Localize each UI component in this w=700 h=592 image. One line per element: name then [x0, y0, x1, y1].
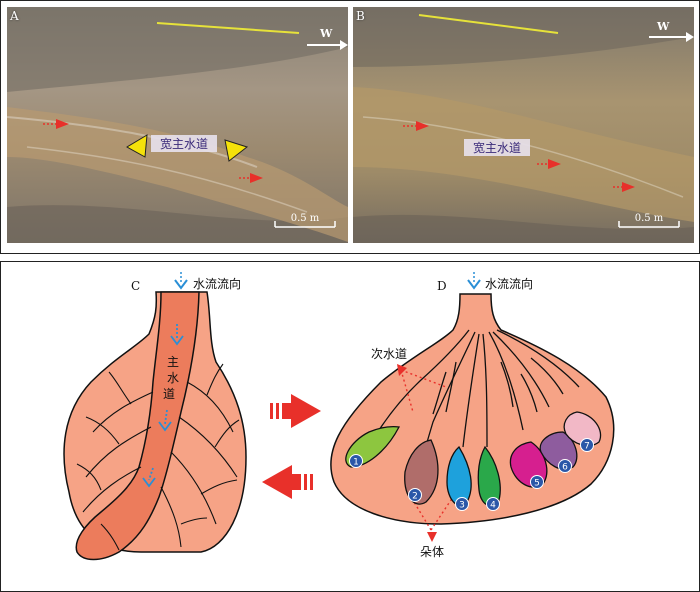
photo-a-channel-label: 宽主水道 — [160, 136, 208, 151]
photo-a: A W 宽主水道 0.5 m — [7, 7, 348, 243]
diagram-area: C 水流流向 — [1, 262, 699, 591]
photo-a-scene — [7, 7, 348, 243]
photo-b-overlay: W 宽主水道 0.5 m — [403, 20, 694, 228]
lobe-3-shape — [446, 445, 472, 507]
photo-b-scale: 0.5 m — [635, 213, 664, 224]
photo-b: B W 宽主水道 0.5 m — [353, 7, 694, 243]
panel-d-secondary-guides — [400, 369, 454, 531]
panel-c-channel-label-2: 水 — [167, 371, 179, 385]
flow-arrow — [548, 159, 561, 169]
flow-direction-icon — [174, 279, 188, 290]
transition-arrow-left — [262, 465, 313, 499]
lobe-4-badge — [486, 497, 500, 511]
panel-d-channel-tree — [378, 329, 580, 478]
lobe-5: 5 — [509, 441, 548, 489]
panel-d-letter: D — [437, 279, 447, 293]
panel-d-flow-label: 水流流向 — [485, 276, 533, 291]
flow-arrow — [622, 182, 635, 192]
panel-c-letter: C — [131, 279, 140, 293]
panel-c-channel-label-3: 道 — [163, 387, 175, 401]
panel-d-fan — [330, 293, 615, 525]
lobe-2-badge — [408, 488, 422, 502]
lobe-2-number: 2 — [412, 492, 418, 502]
lobe-3-number: 3 — [459, 501, 465, 511]
photo-b-direction: W — [656, 20, 670, 33]
lobe-2: 2 — [404, 439, 439, 505]
lobe-5-badge — [530, 475, 544, 489]
lobe-7: 7 — [563, 411, 602, 452]
panel-d-lobe-label: 朵体 — [420, 545, 444, 559]
flow-arrow — [416, 121, 429, 131]
panel-c-flow-label: 水流流向 — [193, 276, 241, 291]
channel-margin-marker — [224, 139, 249, 162]
lobe-7-number: 7 — [584, 442, 590, 452]
photo-b-channel-label: 宽主水道 — [473, 140, 521, 155]
photo-a-scale: 0.5 m — [291, 213, 320, 224]
channel-margin-marker — [126, 134, 148, 158]
flow-arrow — [250, 173, 263, 183]
photo-a-direction: W — [319, 27, 333, 40]
lobe-5-number: 5 — [534, 479, 540, 489]
lobe-6: 6 — [539, 431, 578, 473]
photo-row: A W 宽主水道 0.5 m — [0, 0, 700, 254]
panel-a-letter: A — [10, 9, 19, 23]
panel-d-lobes: 1 2 3 4 5 6 7 — [345, 411, 602, 511]
panel-c-main-channel — [75, 291, 200, 561]
lobe-1-badge — [349, 454, 363, 468]
panel-c-channel-label-1: 主 — [167, 355, 179, 369]
lobe-1: 1 — [345, 426, 401, 468]
lobe-4-number: 4 — [490, 501, 496, 511]
lobe-3: 3 — [446, 445, 472, 511]
lobe-1-number: 1 — [353, 458, 359, 468]
lobe-7-badge — [580, 438, 594, 452]
panel-b-letter: B — [356, 9, 365, 23]
diagram-row: C 水流流向 — [0, 261, 700, 592]
lobe-6-number: 6 — [562, 463, 568, 473]
panel-c-branch-lines — [76, 363, 240, 551]
transition-arrow-right — [270, 394, 321, 428]
panel-d-secondary-label: 次水道 — [371, 347, 407, 361]
lobe-3-badge — [455, 497, 469, 511]
photo-a-overlay: W 宽主水道 0.5 m — [43, 27, 348, 228]
lobe-4: 4 — [477, 445, 501, 511]
flow-direction-icon — [467, 279, 481, 290]
flow-arrow — [56, 119, 69, 129]
lobe-6-badge — [558, 459, 572, 473]
diagram-svg: C 水流流向 — [63, 272, 615, 561]
panel-c-flow-arrows — [142, 324, 184, 488]
